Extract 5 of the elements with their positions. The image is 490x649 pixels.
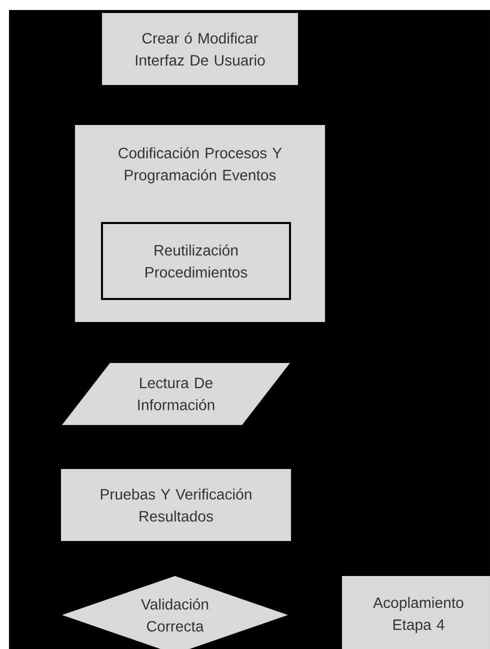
process-box: Acoplamiento Etapa 4	[342, 576, 490, 649]
data-parallelogram: Lectura De Información	[62, 363, 290, 425]
subprocess-box: Reutilización Procedimientos	[101, 222, 291, 300]
process-box: Pruebas Y Verificación Resultados	[61, 469, 291, 541]
process-box: Crear ó Modificar Interfaz De Usuario	[102, 13, 298, 85]
